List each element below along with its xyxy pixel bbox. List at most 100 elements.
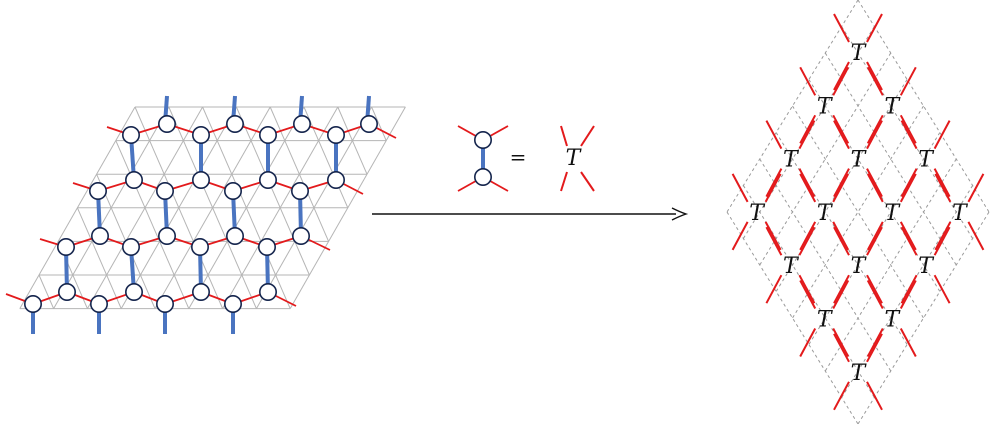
t-tensor-label: T bbox=[851, 41, 868, 66]
red-leg bbox=[832, 280, 850, 309]
t-tensor-label: T bbox=[566, 146, 583, 171]
t-tensor-label: T bbox=[817, 308, 834, 333]
red-leg bbox=[764, 221, 782, 251]
grid-line bbox=[337, 106, 368, 175]
red-leg bbox=[832, 114, 850, 144]
red-leg bbox=[798, 226, 816, 256]
red-leg bbox=[731, 173, 749, 203]
mapping-arrow bbox=[372, 207, 689, 221]
tensor-node bbox=[224, 182, 243, 201]
red-leg bbox=[866, 66, 884, 96]
red-leg bbox=[866, 221, 884, 251]
tensor-nodes bbox=[23, 115, 378, 313]
t-tensor-label: T bbox=[783, 254, 800, 279]
red-leg bbox=[798, 274, 816, 304]
tensor-node bbox=[57, 282, 76, 301]
tensor-node bbox=[473, 168, 492, 187]
tensor-node bbox=[90, 294, 109, 313]
tensor-node bbox=[326, 126, 345, 145]
red-leg bbox=[560, 171, 568, 192]
tensor-node bbox=[226, 227, 245, 246]
equals-sign: = bbox=[510, 145, 527, 169]
grid-line bbox=[303, 106, 349, 208]
tensor-node bbox=[192, 282, 211, 301]
red-leg bbox=[832, 328, 850, 357]
red-leg bbox=[580, 125, 595, 147]
red-leg bbox=[933, 168, 951, 198]
red-leg bbox=[765, 226, 783, 256]
t-tensor-label: T bbox=[749, 201, 766, 226]
red-leg bbox=[798, 120, 816, 150]
red-leg bbox=[933, 120, 951, 150]
grid-line bbox=[371, 106, 387, 141]
red-leg bbox=[899, 221, 917, 251]
red-leg bbox=[899, 328, 917, 357]
red-leg bbox=[866, 333, 883, 363]
tensor-node bbox=[122, 126, 141, 145]
red-leg bbox=[833, 381, 850, 411]
tensor-node bbox=[257, 238, 276, 257]
red-leg bbox=[866, 274, 883, 304]
tensor-node bbox=[91, 227, 110, 246]
red-leg bbox=[933, 274, 951, 304]
red-leg bbox=[799, 280, 817, 309]
red-leg bbox=[866, 114, 884, 144]
red-leg bbox=[580, 171, 595, 192]
tensor-node bbox=[359, 115, 378, 134]
t-tensor-label: T bbox=[817, 94, 834, 119]
t-tensor-label: T bbox=[783, 148, 800, 173]
red-leg bbox=[866, 173, 884, 203]
red-leg bbox=[934, 173, 952, 203]
dimer-tensor-pair bbox=[457, 125, 509, 192]
honeycomb-lattice bbox=[5, 95, 406, 334]
red-leg bbox=[832, 173, 850, 203]
red-leg bbox=[900, 168, 918, 198]
red-leg bbox=[866, 328, 884, 357]
red-leg bbox=[798, 168, 816, 198]
grid-line bbox=[38, 274, 55, 309]
tensor-node bbox=[125, 171, 144, 190]
red-leg bbox=[899, 280, 917, 309]
tensor-node bbox=[224, 294, 243, 313]
tensor-node bbox=[158, 227, 177, 246]
grid-line bbox=[269, 106, 330, 242]
red-leg bbox=[832, 221, 850, 251]
red-leg bbox=[799, 328, 817, 357]
red-leg bbox=[799, 114, 817, 144]
tensor-node bbox=[192, 126, 211, 145]
red-leg bbox=[765, 274, 783, 304]
grid-line bbox=[76, 207, 122, 309]
t-legs bbox=[731, 13, 985, 411]
tensor-node bbox=[292, 115, 311, 134]
t-tensor-label: T bbox=[884, 308, 901, 333]
tensor-node bbox=[156, 182, 175, 201]
t-tensor-label: T bbox=[851, 148, 868, 173]
red-leg bbox=[833, 168, 850, 198]
t-tensor-label: T bbox=[952, 201, 969, 226]
grid-line bbox=[168, 106, 257, 309]
arrow-head bbox=[671, 207, 689, 221]
tensor-node bbox=[258, 171, 277, 190]
t-tensor-label: T bbox=[918, 148, 935, 173]
red-leg bbox=[900, 120, 918, 150]
t-tensor-label: T bbox=[918, 254, 935, 279]
red-leg bbox=[933, 226, 951, 256]
red-leg bbox=[866, 226, 883, 256]
grid-line bbox=[115, 140, 190, 309]
tensor-node bbox=[125, 282, 144, 301]
tensor-node bbox=[191, 238, 210, 257]
tensor-node bbox=[89, 182, 108, 201]
red-leg bbox=[799, 66, 817, 96]
t-tensor-symbol bbox=[560, 125, 595, 192]
red-leg bbox=[866, 381, 883, 411]
red-leg bbox=[866, 13, 883, 43]
grid-line bbox=[134, 106, 224, 309]
red-leg bbox=[765, 168, 783, 198]
red-leg bbox=[866, 168, 883, 198]
t-tensor-label: T bbox=[884, 201, 901, 226]
red-leg bbox=[967, 221, 985, 251]
triangular-grid bbox=[19, 106, 406, 310]
